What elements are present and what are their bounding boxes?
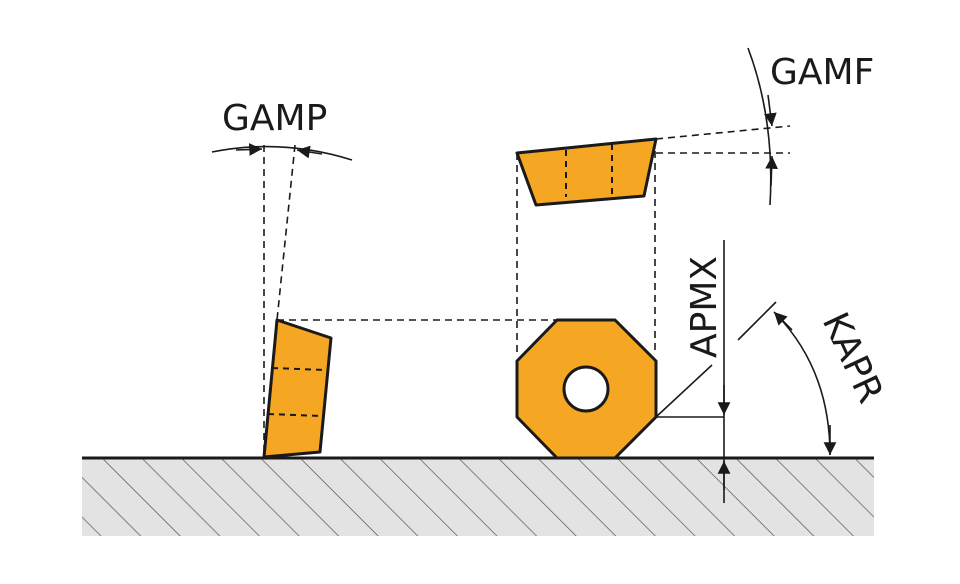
kapr-cutting-edge-line — [737, 301, 777, 341]
gamf-inclined-reference — [655, 125, 791, 140]
side-insert-hidden-line — [267, 413, 323, 417]
gamf-label: GAMF — [770, 52, 874, 93]
gamf-arrow-bottom — [765, 155, 778, 187]
kapr-arrow-top — [773, 311, 793, 331]
top-view-insert — [515, 137, 658, 207]
gamp-arrow-right — [296, 145, 323, 159]
apmx-leader-line — [655, 364, 713, 418]
gamf-arc — [747, 47, 772, 206]
side-view-insert — [262, 318, 333, 459]
gamf-arrow-top — [764, 94, 777, 127]
insert-center-hole — [562, 365, 610, 413]
kapr-label: KAPR — [814, 306, 891, 409]
apmx-label: APMX — [684, 256, 725, 358]
gamp-arrow-left — [235, 143, 263, 156]
gamp-label: GAMP — [222, 98, 327, 139]
gamp-inclined-reference — [276, 144, 296, 321]
gamp-arc — [211, 145, 353, 161]
workpiece-hatch — [82, 458, 874, 536]
side-insert-hidden-line — [271, 367, 326, 371]
